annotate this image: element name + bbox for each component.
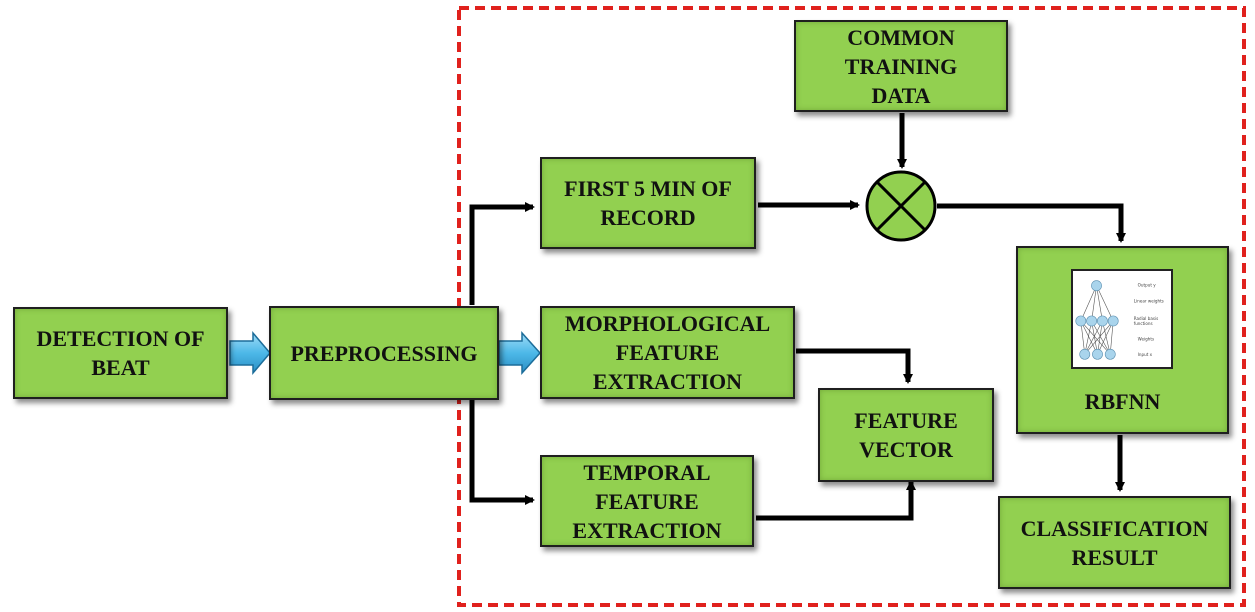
detection-of-beat-label: DETECTION OF BEAT — [36, 326, 205, 380]
rbf-node — [1075, 315, 1087, 327]
combiner-node — [865, 170, 937, 242]
input-node — [1079, 348, 1091, 360]
nn-linear-weights-text: Linear weights — [1134, 298, 1164, 303]
morphological-feature-box: MORPHOLOGICAL FEATURE EXTRACTION — [540, 306, 795, 399]
connector-morphological-to-feature-vector — [796, 348, 913, 384]
morphological-feature-label: MORPHOLOGICAL FEATURE EXTRACTION — [564, 311, 771, 394]
classification-result-label: CLASSIFICATION RESULT — [1020, 515, 1209, 570]
nn-output-text: Output y — [1138, 283, 1157, 288]
nn-inputs-text: Input x — [1138, 352, 1153, 357]
blue-arrow-preprocessing-to-morphological — [498, 331, 542, 375]
blue-arrow-detection-to-preprocessing — [229, 330, 271, 376]
connector-temporal-to-feature-vector — [756, 480, 916, 521]
nn-weights-text: Weights — [1138, 337, 1154, 342]
temporal-feature-label: TEMPORAL FEATURE EXTRACTION — [572, 459, 722, 543]
connector-combiner-to-rbfnn — [937, 203, 1126, 243]
common-training-data-label: COMMON TRAINING DATA — [844, 24, 958, 108]
temporal-feature-box: TEMPORAL FEATURE EXTRACTION — [540, 455, 754, 547]
output-node — [1091, 280, 1102, 292]
connector-preprocessing-to-first5min — [469, 202, 535, 305]
feature-vector-box: FEATURE VECTOR — [818, 388, 994, 482]
classification-result-box: CLASSIFICATION RESULT — [998, 496, 1231, 589]
rbf-node — [1097, 315, 1108, 327]
first-5-min-label: FIRST 5 MIN OF RECORD — [564, 176, 732, 230]
feature-vector-label: FEATURE VECTOR — [854, 408, 958, 462]
detection-of-beat-box: DETECTION OF BEAT — [13, 307, 228, 399]
input-node — [1104, 348, 1116, 360]
rbf-node — [1107, 315, 1119, 327]
common-training-data-box: COMMON TRAINING DATA — [794, 20, 1008, 112]
first-5-min-box: FIRST 5 MIN OF RECORD — [540, 157, 756, 249]
rbfnn-label: RBFNN — [1084, 389, 1161, 414]
preprocessing-box: PREPROCESSING — [269, 306, 499, 400]
rbf-node — [1086, 315, 1098, 327]
connector-preprocessing-to-temporal — [469, 400, 535, 505]
preprocessing-label: PREPROCESSING — [290, 340, 478, 366]
input-node — [1092, 348, 1103, 360]
